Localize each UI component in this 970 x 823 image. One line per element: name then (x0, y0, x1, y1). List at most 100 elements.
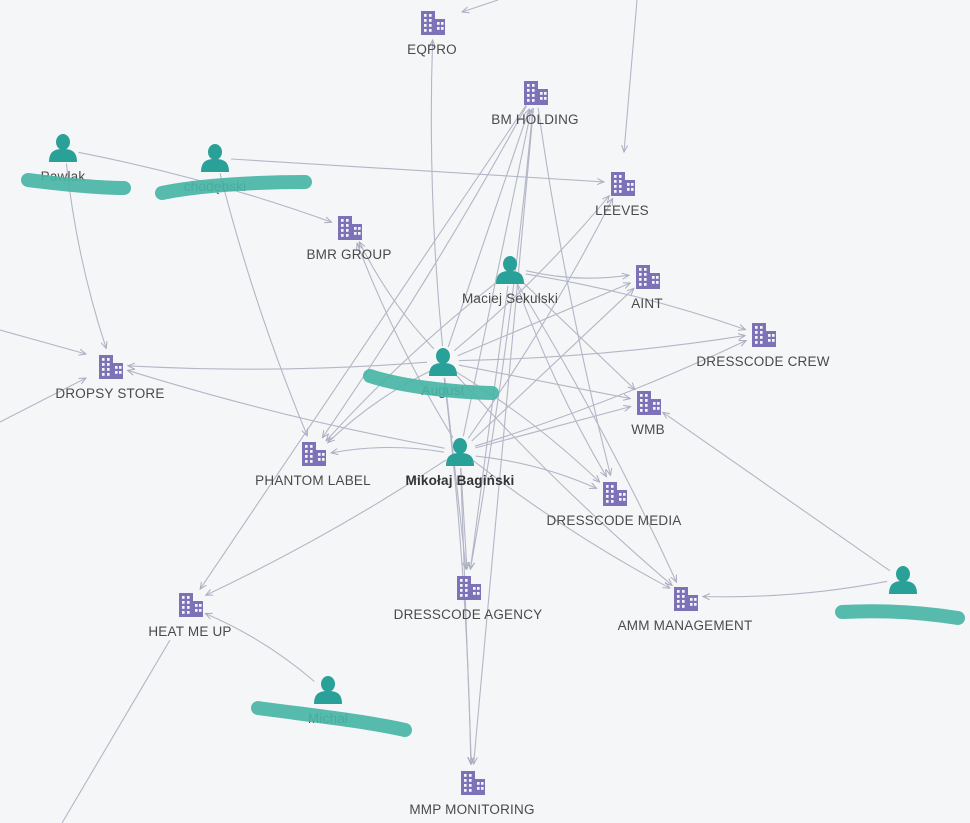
edge-bmholding-mmp (474, 107, 535, 764)
edge-p2-phantom (219, 173, 307, 436)
company-node-bmrgroup[interactable]: BMR GROUP (306, 216, 391, 262)
redaction-mark (835, 604, 965, 625)
company-node-mmp[interactable]: MMP MONITORING (409, 771, 534, 817)
edge-august-bmrgroup (359, 242, 435, 350)
edge-august-aint (457, 283, 631, 357)
building-icon (338, 216, 362, 240)
node-label: Mikołaj Bagiński (406, 473, 515, 488)
node-label: BM HOLDING (491, 112, 579, 127)
edge-baginski-phantom (331, 446, 445, 452)
edge-baginski-aint (471, 288, 634, 442)
building-icon (603, 482, 627, 506)
company-node-dresscodemedia[interactable]: DRESSCODE MEDIA (546, 482, 681, 528)
company-node-dresscodeagency[interactable]: DRESSCODE AGENCY (394, 576, 543, 622)
edge-sekulski-phantom (326, 280, 499, 441)
person-icon (429, 348, 457, 376)
node-label: AINT (631, 296, 663, 311)
building-icon (99, 355, 123, 379)
edge-august-bmholding (447, 109, 529, 348)
building-icon (637, 391, 661, 415)
building-icon (461, 771, 485, 795)
building-icon (457, 576, 481, 600)
edge-bmholding-heatmeup (200, 104, 527, 589)
person-icon (889, 566, 917, 594)
company-node-dresscodecrew[interactable]: DRESSCODE CREW (696, 323, 830, 369)
company-node-dropsy[interactable]: DROPSY STORE (55, 355, 164, 401)
company-node-heatmeup[interactable]: HEAT ME UP (148, 593, 231, 639)
redaction-mark (21, 173, 131, 195)
edge-offscreen-dropsy-b (0, 378, 86, 423)
company-node-wmb[interactable]: WMB (631, 391, 665, 437)
node-label: DROPSY STORE (55, 386, 164, 401)
node-label: AMM MANAGEMENT (618, 618, 753, 633)
building-icon (179, 593, 203, 617)
edge-august-eqpro (431, 40, 444, 347)
edge-august-amm (454, 372, 673, 585)
node-label: LEEVES (595, 203, 649, 218)
edge-bmholding-dresscodemedia (537, 107, 610, 476)
edge-august-dresscodecrew (458, 336, 745, 362)
edge-offscreen-leeves (624, 0, 638, 152)
person-node-baginski[interactable]: Mikołaj Bagiński (406, 438, 515, 488)
company-node-leeves[interactable]: LEEVES (595, 172, 649, 218)
person-icon (314, 676, 342, 704)
edge-baginski-leeves (467, 198, 612, 439)
company-node-eqpro[interactable]: EQPRO (407, 11, 457, 57)
building-icon (611, 172, 635, 196)
person-icon (446, 438, 474, 466)
redaction-mark (363, 369, 499, 400)
edge-sekulski-dresscodemedia (516, 284, 607, 477)
building-icon (524, 81, 548, 105)
node-label: EQPRO (407, 42, 457, 57)
node-label: MMP MONITORING (409, 802, 534, 817)
edge-sekulski-dresscodecrew (525, 273, 746, 330)
company-node-bmholding[interactable]: BM HOLDING (491, 81, 579, 127)
person-icon (201, 144, 229, 172)
edge-p2-leeves (230, 158, 604, 182)
person-node-p_right[interactable] (889, 566, 917, 594)
edge-baginski-dropsy (128, 370, 445, 449)
person-node-sekulski[interactable]: Maciej Sekulski (462, 256, 558, 306)
redaction-mark (251, 701, 412, 737)
edge-offscreen-dropsy-a (0, 329, 86, 354)
edge-sekulski-amm (517, 283, 677, 582)
edge-michal-heatmeup (205, 614, 315, 682)
company-node-phantom[interactable]: PHANTOM LABEL (255, 442, 371, 488)
building-icon (636, 265, 660, 289)
node-label: DRESSCODE AGENCY (394, 607, 543, 622)
edge-august-phantom (328, 370, 431, 443)
node-label: DRESSCODE MEDIA (546, 513, 681, 528)
edge-august-wmb (458, 364, 631, 399)
redaction-mark (155, 175, 312, 200)
edge-baginski-heatmeup (206, 459, 447, 595)
edge-p_right-wmb (663, 412, 891, 572)
building-icon (674, 587, 698, 611)
node-label: WMB (631, 422, 665, 437)
edge-bmholding-dresscodeagency (470, 107, 534, 569)
edge-august-leeves (453, 196, 609, 352)
edge-offscreen-eqpro (462, 0, 499, 12)
person-icon (496, 256, 524, 284)
company-node-aint[interactable]: AINT (631, 265, 663, 311)
edge-baginski-wmb (475, 407, 631, 449)
node-label: DRESSCODE CREW (696, 354, 829, 369)
edges (65, 40, 891, 764)
edge-baginski-bmrgroup (357, 243, 454, 438)
edge-offscreen-heatmeup (61, 639, 171, 823)
building-icon (302, 442, 326, 466)
building-icon (421, 11, 445, 35)
nodes: EQPRO BM HOLDING LEEVES BMR GROUP AINT DRESSC… (41, 11, 917, 817)
edge-august-dropsy (128, 361, 428, 370)
edge-baginski-amm (473, 460, 670, 589)
person-icon (49, 134, 77, 162)
node-label: BMR GROUP (306, 247, 391, 262)
edge-bmholding-phantom (322, 105, 528, 438)
company-node-amm[interactable]: AMM MANAGEMENT (618, 587, 753, 633)
node-label: Maciej Sekulski (462, 291, 558, 306)
node-label: HEAT ME UP (148, 624, 231, 639)
edge-august-mmp (443, 377, 471, 764)
edge-p_right-amm (703, 580, 888, 596)
partial-edges (0, 0, 638, 823)
edge-baginski-dresscodecrew (474, 341, 746, 447)
